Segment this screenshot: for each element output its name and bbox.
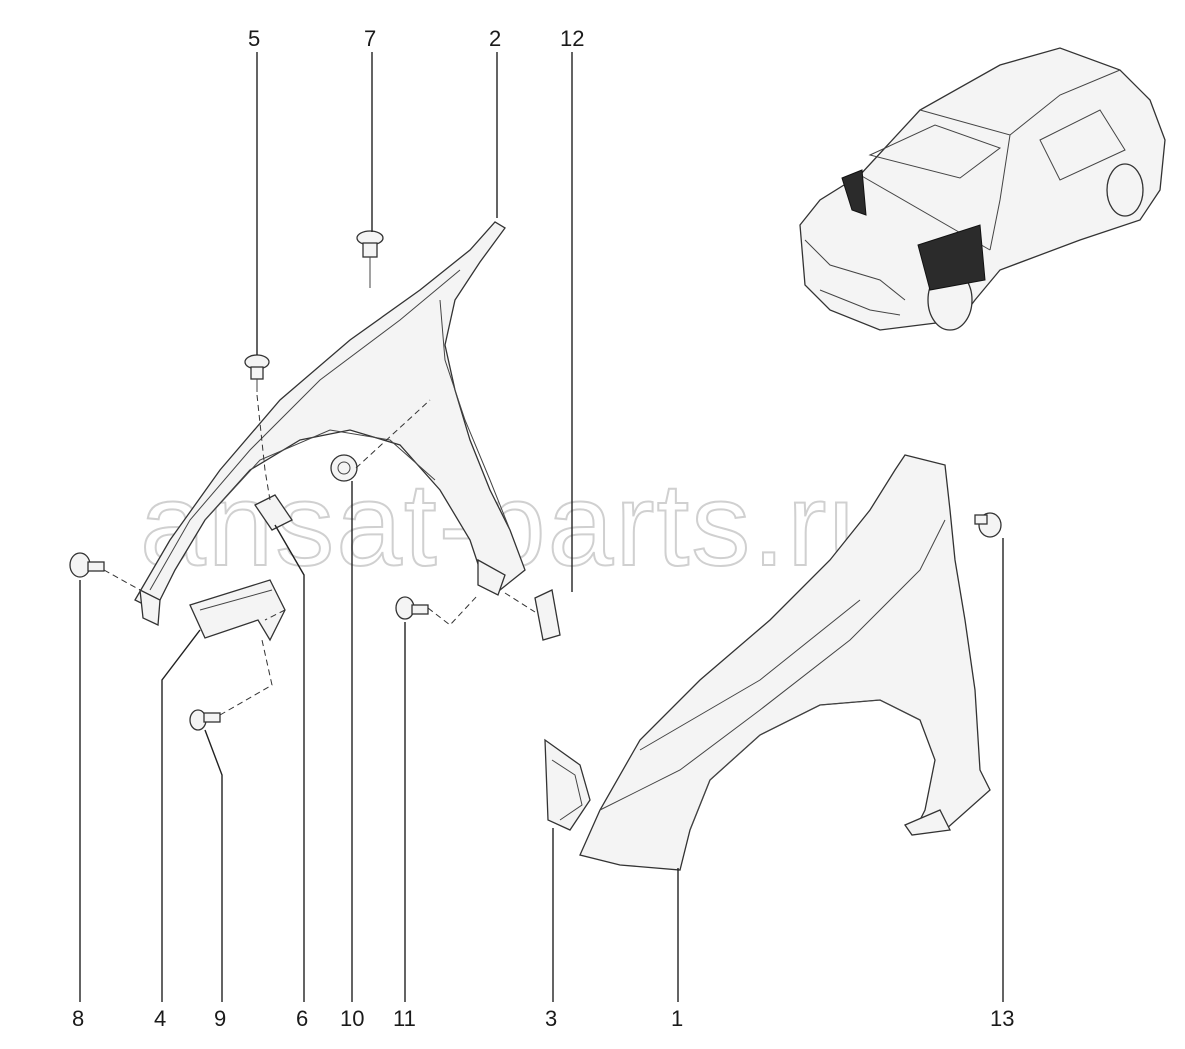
part-6-clip — [254, 494, 293, 531]
callout-7: 7 — [364, 26, 376, 51]
part-3-bracket-insert — [544, 738, 591, 831]
part-4-bracket — [189, 579, 286, 642]
highlight-fender-left — [841, 169, 867, 216]
assembly-lines — [103, 394, 536, 716]
callout-1: 1 — [671, 1006, 683, 1031]
fastener-13 — [974, 512, 1002, 538]
callout-3: 3 — [545, 1006, 557, 1031]
callout-labels: 5 7 2 12 8 4 9 6 10 11 3 1 13 — [72, 26, 1014, 1031]
callout-10: 10 — [340, 1006, 364, 1031]
fastener-5 — [244, 354, 270, 392]
callout-6: 6 — [296, 1006, 308, 1031]
callout-4: 4 — [154, 1006, 166, 1031]
part-10-grommet — [330, 454, 358, 482]
callout-2: 2 — [489, 26, 501, 51]
callout-11: 11 — [393, 1006, 416, 1031]
fastener-8 — [69, 552, 105, 578]
part-2-fender-bracket — [134, 221, 526, 626]
callout-5: 5 — [248, 26, 260, 51]
part-12-clip — [534, 589, 561, 641]
fastener-7 — [356, 230, 384, 288]
fastener-11 — [395, 596, 429, 620]
callout-8: 8 — [72, 1006, 84, 1031]
car-thumbnail — [799, 47, 1166, 331]
fastener-9 — [189, 709, 221, 731]
part-1-front-fender — [579, 454, 991, 871]
highlight-fender-right — [917, 224, 986, 291]
leader-lines — [79, 52, 1004, 1002]
callout-12: 12 — [560, 26, 584, 51]
callout-9: 9 — [214, 1006, 226, 1031]
callout-13: 13 — [990, 1006, 1014, 1031]
